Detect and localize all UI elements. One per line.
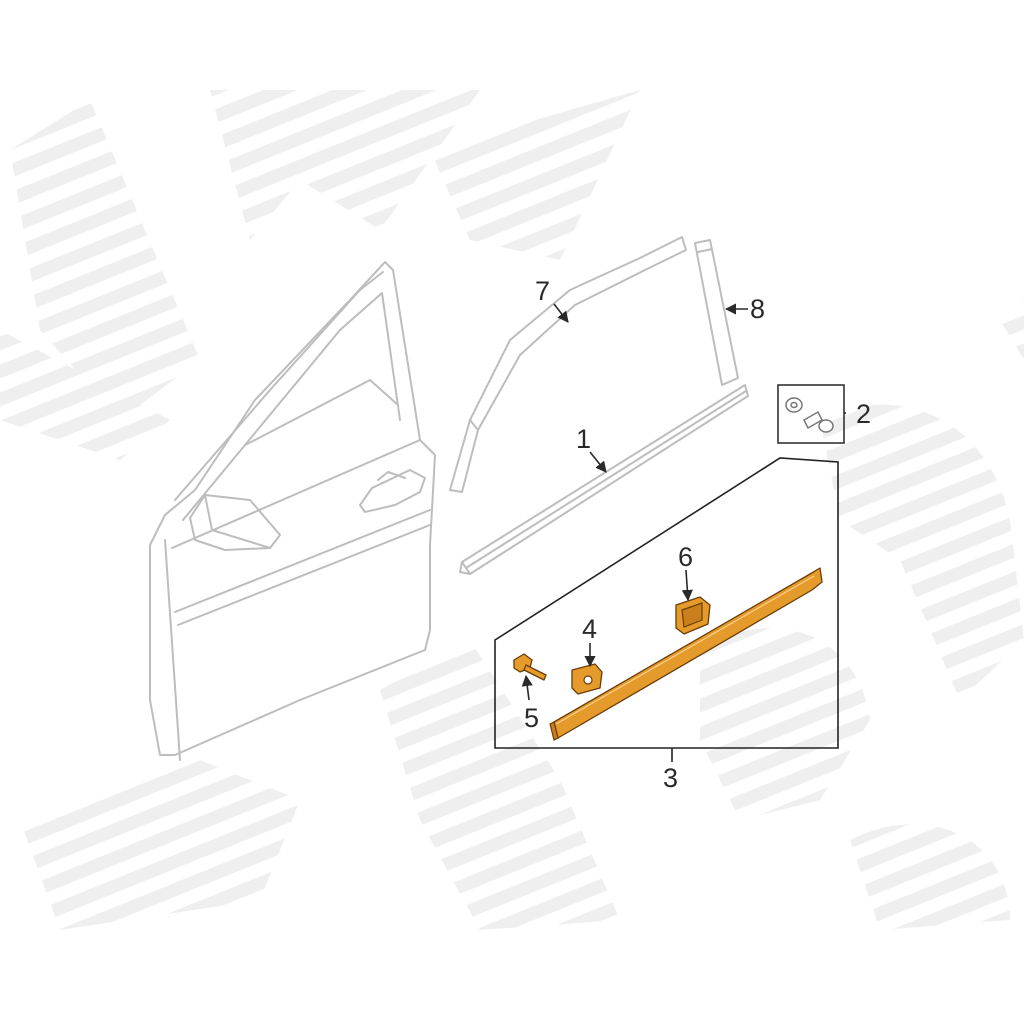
callout-4: 4 bbox=[582, 614, 597, 644]
front-door-outline bbox=[149, 261, 436, 761]
part-1-belt-molding bbox=[459, 384, 749, 575]
callout-3: 3 bbox=[663, 763, 678, 793]
callout-2: 2 bbox=[856, 399, 871, 429]
leader-lines bbox=[521, 303, 846, 701]
callout-6: 6 bbox=[678, 542, 693, 572]
part-6-clip[interactable] bbox=[675, 596, 711, 635]
part-7-window-frame-molding bbox=[449, 236, 687, 493]
callout-8: 8 bbox=[750, 294, 765, 324]
screw-icon bbox=[803, 410, 823, 430]
callout-7: 7 bbox=[535, 276, 550, 306]
part-2-inset bbox=[777, 384, 845, 444]
callout-1: 1 bbox=[576, 424, 591, 454]
part-8-pillar-garnish bbox=[694, 239, 739, 386]
callout-labels: 7 8 2 1 6 4 5 3 bbox=[524, 276, 871, 793]
watermark-logo bbox=[0, 90, 1024, 930]
part-5-bolt[interactable] bbox=[513, 653, 547, 681]
callout-5: 5 bbox=[524, 703, 539, 733]
part-3-kit-box bbox=[494, 457, 839, 762]
part-4-clip[interactable] bbox=[571, 663, 603, 695]
part-3-door-molding[interactable] bbox=[549, 567, 823, 741]
